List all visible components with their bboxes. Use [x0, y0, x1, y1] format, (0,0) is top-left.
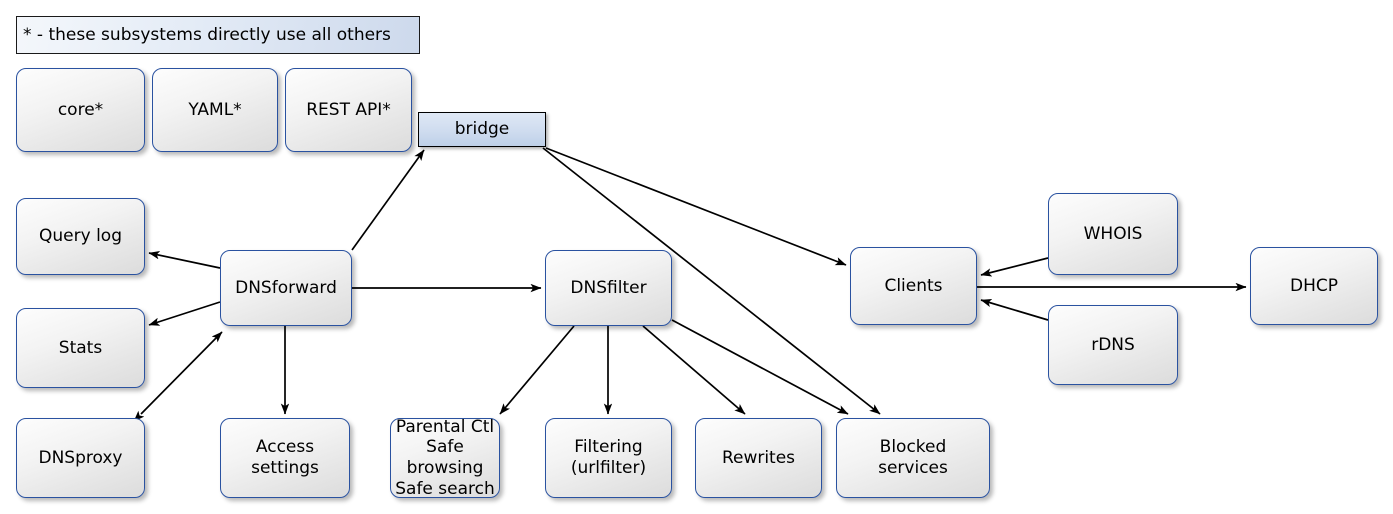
node-blocked[interactable]: Blocked services: [836, 418, 990, 498]
node-filtering[interactable]: Filtering (urlfilter): [545, 418, 672, 498]
edge-rdns-to-clients: [980, 298, 1049, 321]
node-label: Parental Ctl Safe browsing Safe search: [395, 416, 495, 499]
edge-dnsproxy-dnsforward: [133, 331, 223, 422]
node-label: Query log: [39, 226, 122, 247]
legend-text: * - these subsystems directly use all ot…: [23, 25, 391, 45]
edge-dnsforward-to-bridge: [351, 149, 425, 251]
node-label: DHCP: [1290, 275, 1338, 296]
node-label: rDNS: [1091, 334, 1135, 355]
node-label: Stats: [58, 337, 103, 358]
node-rdns[interactable]: rDNS: [1048, 305, 1178, 385]
edge-dnsfilter-to-parental: [499, 325, 575, 415]
node-bridge[interactable]: bridge: [418, 112, 546, 147]
node-label: YAML*: [188, 99, 242, 120]
node-label: Rewrites: [721, 447, 796, 468]
node-parental[interactable]: Parental Ctl Safe browsing Safe search: [390, 416, 500, 499]
node-query_log[interactable]: Query log: [16, 198, 145, 275]
node-label: DNSfilter: [570, 277, 647, 298]
node-stats[interactable]: Stats: [16, 308, 145, 388]
legend-note: * - these subsystems directly use all ot…: [16, 16, 420, 54]
node-yaml[interactable]: YAML*: [152, 68, 278, 152]
edge-dnsfilter-to-blocked: [671, 319, 849, 415]
node-label: Blocked services: [878, 437, 948, 478]
node-label: DNSproxy: [38, 447, 123, 468]
node-rest_api[interactable]: REST API*: [285, 68, 412, 152]
edge-bridge-to-clients: [545, 147, 847, 266]
node-label: REST API*: [306, 99, 391, 120]
node-label: Access settings: [251, 437, 319, 478]
edge-dnsforward-to-stats: [148, 301, 221, 326]
node-label: WHOIS: [1083, 223, 1143, 244]
node-label: Filtering (urlfilter): [570, 437, 647, 478]
node-dnsforward[interactable]: DNSforward: [220, 250, 352, 326]
node-whois[interactable]: WHOIS: [1048, 193, 1178, 275]
edge-dnsforward-to-querylog: [148, 251, 221, 269]
edge-whois-to-clients: [980, 257, 1049, 277]
node-label: Clients: [884, 275, 943, 296]
node-dnsfilter[interactable]: DNSfilter: [545, 250, 672, 326]
node-access_settings[interactable]: Access settings: [220, 418, 350, 498]
edge-dnsfilter-to-rewrites: [642, 325, 746, 415]
node-clients[interactable]: Clients: [850, 247, 977, 325]
node-dhcp[interactable]: DHCP: [1250, 247, 1378, 325]
node-label: DNSforward: [235, 277, 337, 298]
node-core[interactable]: core*: [16, 68, 145, 152]
node-label: core*: [57, 99, 104, 120]
node-dnsproxy[interactable]: DNSproxy: [16, 418, 145, 498]
node-rewrites[interactable]: Rewrites: [695, 418, 822, 498]
node-label: bridge: [454, 119, 510, 140]
